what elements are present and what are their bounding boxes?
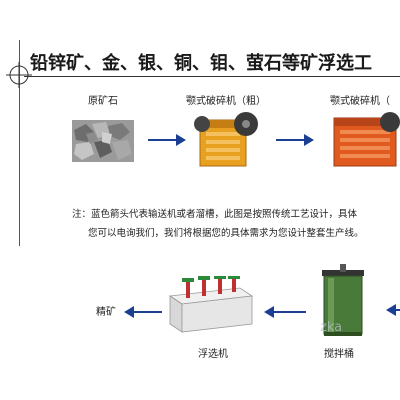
conveyor-arrow-1 [148,134,186,146]
conveyor-arrow-4 [264,306,306,318]
crosshair-icon [6,62,32,88]
raw-ore-image [72,120,134,162]
title-underline [24,76,400,77]
note-line-1: 注：蓝色箭头代表输送机或者溜槽，此图是按照传统工艺设计，具体 [72,209,358,220]
jaw-crusher-coarse-image [194,112,258,167]
conveyor-arrow-5 [386,304,400,316]
watermark: zka [320,320,343,335]
label-jaw-crusher-fine: 颚式破碎机（ [330,96,390,107]
conveyor-arrow-3 [124,306,162,318]
flotation-machine-image [168,276,254,333]
conveyor-arrow-2 [276,134,314,146]
diagram-title: 铅锌矿、金、银、铜、钼、萤石等矿浮选工 [30,53,372,74]
label-jaw-crusher-coarse: 颚式破碎机（粗） [186,96,266,107]
label-flotation: 浮选机 [198,349,228,360]
label-agitator: 搅拌桶 [324,349,354,360]
agitator-tank-image [322,264,364,336]
note-line-2: 您可以电询我们，我们将根据您的具体需求为您设计整套生产线。 [88,228,364,239]
vertical-guide-line [19,40,20,246]
jaw-crusher-fine-image [333,112,400,167]
label-raw-ore: 原矿石 [88,96,118,107]
label-concentrate: 精矿 [96,307,116,318]
